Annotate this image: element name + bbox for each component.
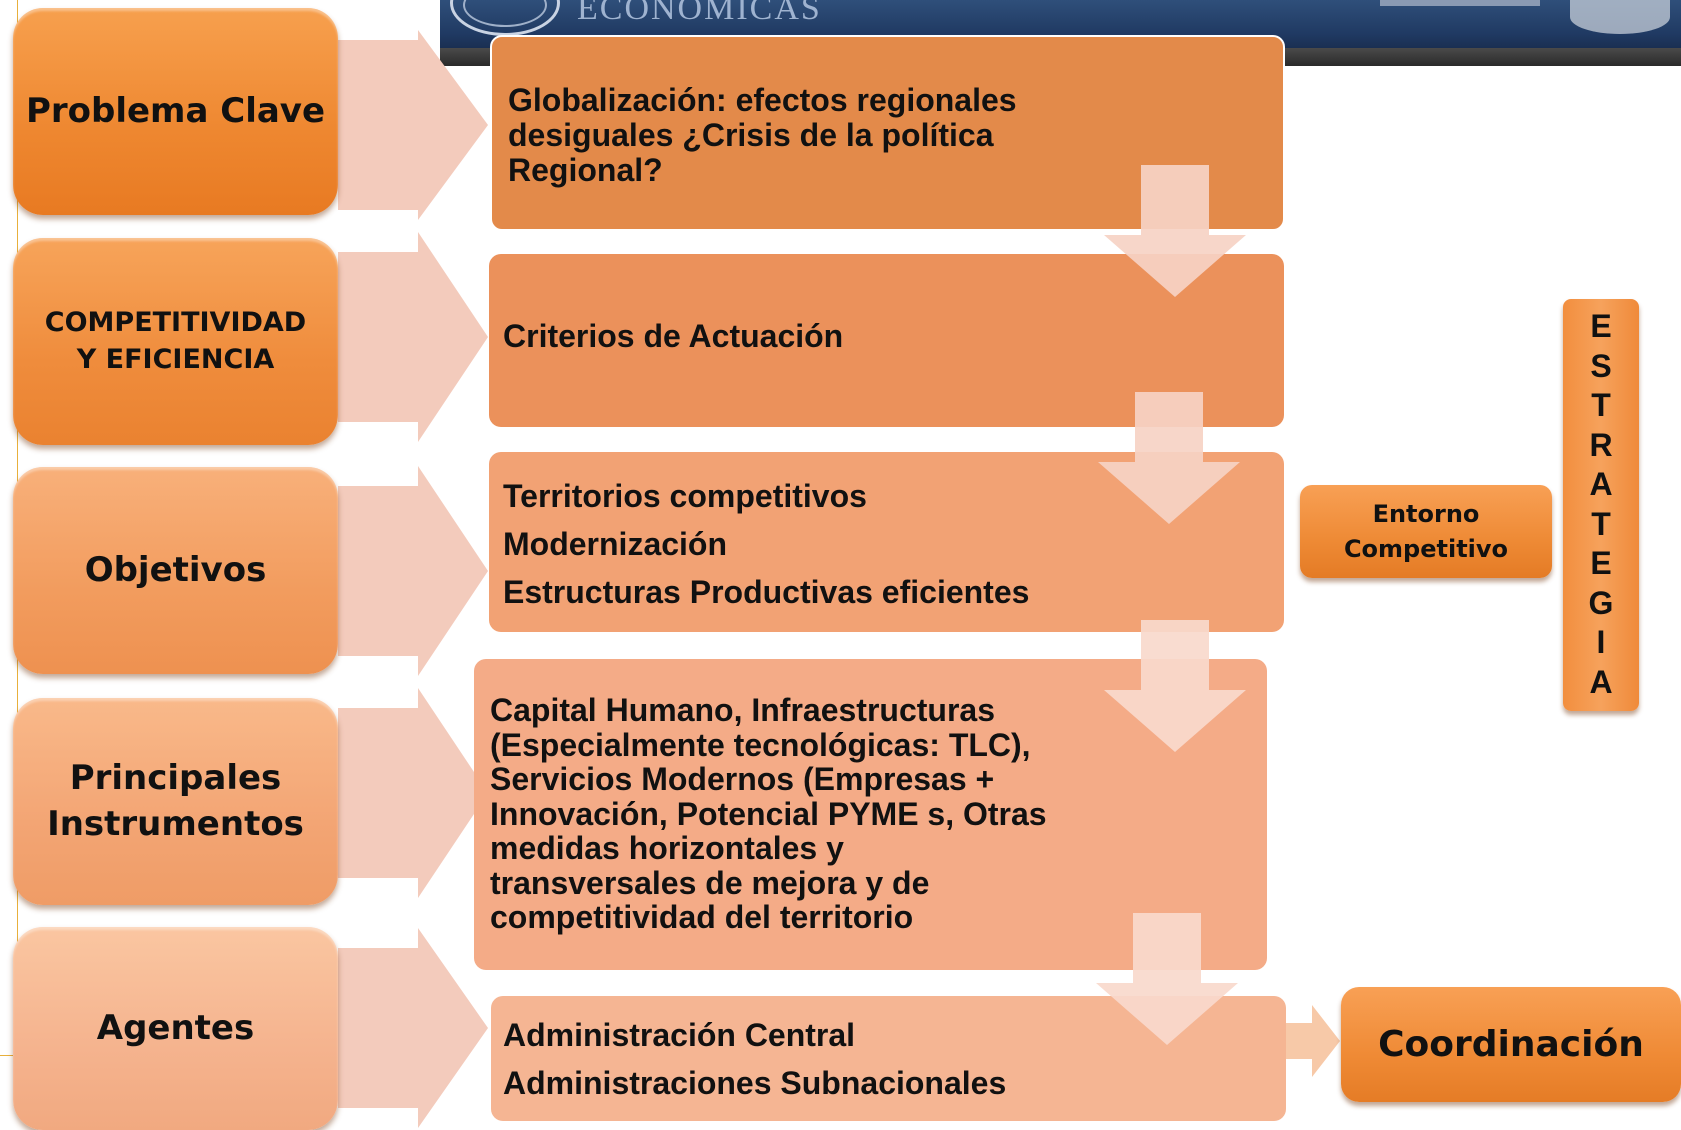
down-arrow-icon [1104,165,1246,297]
agente-item: Administración Central [503,1017,856,1053]
objetivo-item: Modernización [503,526,728,562]
chevron-arrow-icon [338,928,488,1128]
coordinacion-box: Coordinación [1341,987,1681,1102]
chevron-arrow-icon [338,232,488,442]
down-arrow-icon [1096,913,1238,1045]
category-agentes: Agentes [13,927,338,1130]
criterios-text: Criterios de Actuación [503,318,844,354]
agente-item: Administraciones Subnacionales [503,1065,1007,1101]
category-problema-clave: Problema Clave [13,8,338,215]
category-instrumentos: Principales Instrumentos [13,698,338,905]
banner-title: ECONÓMICAS [577,0,822,27]
category-objetivos: Objetivos [13,467,338,674]
estrategia-letter: A [1589,663,1613,700]
estrategia-letter: R [1589,426,1613,463]
chevron-arrow-icon [338,30,488,220]
down-arrow-icon [1098,392,1240,524]
estrategia-letter: G [1588,584,1614,621]
banner-decoration [1380,0,1540,6]
chevron-arrow-icon [338,466,488,676]
estrategia-letter: E [1590,545,1612,581]
category-instrumentos-label: Principales Instrumentos [47,757,304,844]
estrategia-letter: T [1591,387,1611,423]
entorno-competitivo-box: Entorno Competitivo [1300,485,1552,578]
chevron-arrow-icon [338,688,488,898]
problema-text: Globalización: efectos regionales desigu… [508,82,1017,188]
category-competitividad-label: COMPETITIVIDAD Y EFICIENCIA [44,307,307,375]
estrategia-letter: T [1591,505,1611,542]
estrategia-letter: A [1589,466,1613,502]
objetivo-item: Estructuras Productivas eficientes [503,574,1030,610]
estrategia-letter: I [1596,624,1606,660]
estrategia-letter: E [1590,308,1612,344]
estrategia-letter: S [1590,347,1612,384]
objetivo-item: Territorios competitivos [503,478,867,514]
crest-icon [1570,0,1670,34]
instrumentos-text: Capital Humano, Infraestructuras (Especi… [490,692,1047,935]
down-arrow-icon [1104,620,1246,752]
category-competitividad: COMPETITIVIDAD Y EFICIENCIA [13,238,338,445]
entorno-label: Entorno Competitivo [1343,499,1509,563]
right-arrow-icon [1286,1005,1340,1077]
